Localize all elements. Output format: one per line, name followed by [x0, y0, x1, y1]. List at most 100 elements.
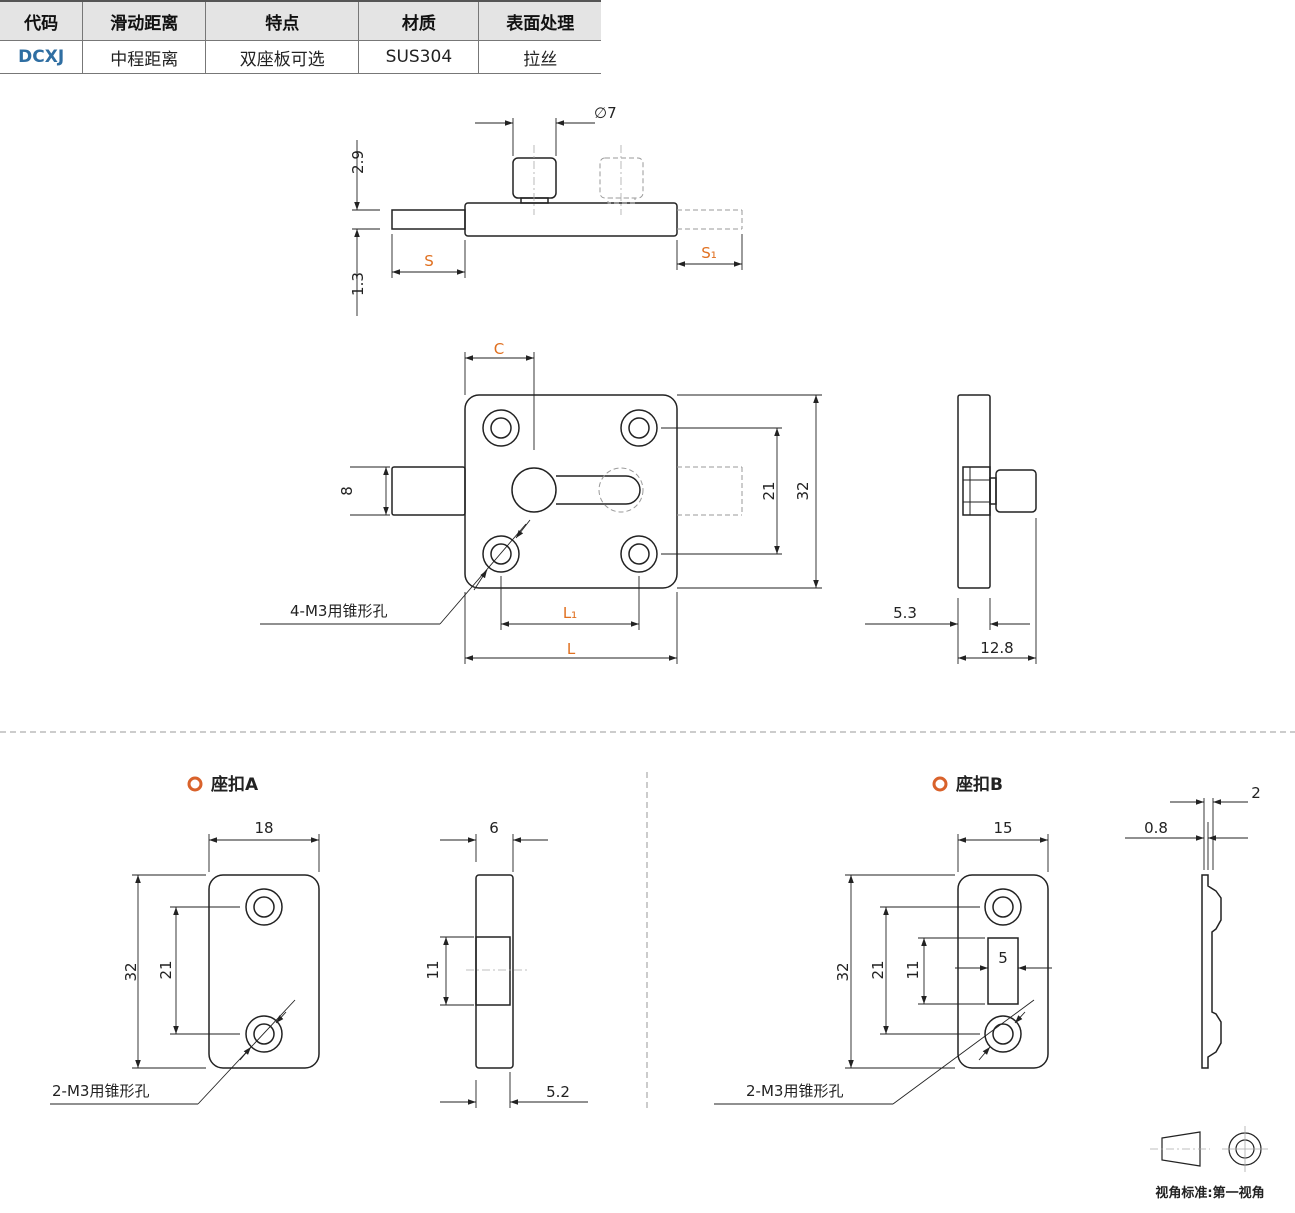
seat-a-hole-note: 2-M3用锥形孔: [52, 1082, 149, 1100]
projection-cone-icon: [1161, 1131, 1201, 1167]
seat-b-dim-height: 32: [834, 962, 852, 981]
dim-side-total: 12.8: [980, 639, 1013, 657]
hole-top-left-inner: [490, 417, 512, 439]
latch-front-hidden: [598, 466, 743, 516]
slide-slot: [556, 475, 641, 505]
seat-b-side-view: [1201, 874, 1222, 1069]
hole-top-right-inner: [628, 417, 650, 439]
cell-feature: 双座板可选: [205, 40, 359, 74]
dim-length: L: [567, 640, 576, 658]
latch-side-view: [957, 394, 1037, 589]
seat-b-marker-icon: [932, 776, 948, 792]
seat-b-dim-hole-pitch: 21: [869, 960, 887, 979]
side-bolt-block: [962, 466, 991, 516]
seat-a-plate-outline: [208, 874, 320, 1069]
seat-b-front-view: [957, 874, 1049, 1069]
projection-symbol: 视角标准:第一视角: [1150, 1126, 1268, 1201]
dim-side-depth: 5.3: [893, 604, 917, 622]
seat-a-side-outline: [475, 874, 514, 1069]
dim-height: 32: [794, 481, 812, 500]
header-material: 材质: [358, 0, 479, 41]
projection-note: 视角标准:第一视角: [1155, 1185, 1264, 1201]
knob-front: [511, 467, 557, 513]
latch-top-hidden: [599, 157, 743, 230]
header-surface-finish: 表面处理: [478, 0, 601, 41]
seat-a-hole-bottom-outer: [245, 1015, 283, 1053]
base-plate-front-outline: [464, 394, 678, 589]
cell-surface-finish: 拉丝: [478, 40, 601, 74]
bolt-front-outline: [391, 466, 466, 516]
dim-hole-pitch: 21: [760, 481, 778, 500]
bolt-top-outline: [391, 209, 466, 230]
header-slide-distance: 滑动距离: [82, 0, 206, 41]
seat-b-hole-top-outer: [984, 888, 1022, 926]
seat-b-side-profile: [1201, 874, 1222, 1069]
seat-a-side-slot: [475, 936, 511, 1006]
seat-a-side-view: [475, 874, 514, 1069]
seat-a-title: 座扣A: [187, 774, 259, 795]
latch-side-dimensions: [865, 518, 1037, 664]
spec-data-row: DCXJ 中程距离 双座板可选 SUS304 拉丝: [0, 40, 601, 74]
spec-table: 代码 滑动距离 特点 材质 表面处理 DCXJ 中程距离 双座板可选 SUS30…: [0, 0, 601, 74]
dim-stroke-s: S: [424, 252, 434, 270]
hole-bottom-left-outer: [482, 535, 520, 573]
seat-b-hole-top-inner: [992, 896, 1014, 918]
hole-top-left-outer: [482, 409, 520, 447]
knob-alt-position: [599, 157, 644, 199]
seat-a-dim-hole-pitch: 21: [157, 960, 175, 979]
spec-header-row: 代码 滑动距离 特点 材质 表面处理: [0, 0, 601, 41]
latch-top-view: [391, 157, 678, 237]
seat-a-dim-side-width: 6: [489, 819, 499, 837]
hole-note-main: 4-M3用锥形孔: [290, 602, 387, 620]
dim-bolt-width: 8: [338, 486, 356, 496]
header-feature: 特点: [205, 0, 359, 41]
side-knob: [995, 469, 1037, 513]
seat-b-hole-bottom-outer: [984, 1015, 1022, 1053]
seat-a-side-dimensions: [440, 834, 588, 1108]
hole-bottom-left-inner: [490, 543, 512, 565]
seat-a-hole-top-inner: [253, 896, 275, 918]
seat-b-hole-bottom-inner: [992, 1023, 1014, 1045]
seat-a-front-view: [208, 874, 320, 1069]
knob-top-outline: [512, 157, 557, 199]
hole-bottom-right-outer: [620, 535, 658, 573]
seat-b-dim-sheet: 0.8: [1144, 819, 1168, 837]
hole-bottom-right-inner: [628, 543, 650, 565]
seat-a-dim-width: 18: [254, 819, 273, 837]
seat-a-title-text: 座扣A: [211, 774, 259, 795]
dim-c: C: [494, 340, 504, 358]
seat-b-plate-outline: [957, 874, 1049, 1069]
latch-top-centerlines: [533, 145, 622, 215]
seat-b-title: 座扣B: [932, 774, 1003, 795]
side-knob-neck: [989, 477, 997, 505]
seat-b-slot: [987, 937, 1019, 1005]
dim-pin-height: 2.9: [349, 150, 367, 174]
seat-a-dimensions: [50, 834, 320, 1105]
seat-a-dim-height: 32: [122, 962, 140, 981]
knob-neck: [520, 197, 549, 204]
header-code: 代码: [0, 0, 83, 41]
seat-b-title-text: 座扣B: [956, 774, 1003, 795]
latch-front-view: [391, 394, 678, 589]
seat-a-dim-side-depth: 5.2: [546, 1083, 570, 1101]
dim-plate-thickness: 1.3: [349, 272, 367, 296]
seat-a-hole-top-outer: [245, 888, 283, 926]
seat-b-hole-note: 2-M3用锥形孔: [746, 1082, 843, 1100]
cell-code: DCXJ: [0, 40, 83, 74]
cell-material: SUS304: [358, 40, 479, 74]
dim-pin-diameter: ∅7: [594, 104, 617, 122]
seat-a-marker-icon: [187, 776, 203, 792]
dim-stroke-s1: S₁: [701, 244, 717, 262]
cell-slide-distance: 中程距离: [82, 40, 206, 74]
latch-front-dimensions: [260, 352, 822, 664]
hole-top-right-outer: [620, 409, 658, 447]
seat-b-dim-offset: 2: [1251, 784, 1261, 802]
seat-b-dim-slot: 11: [904, 960, 922, 979]
seat-a-dim-slot: 11: [424, 960, 442, 979]
seat-b-dim-width: 15: [993, 819, 1012, 837]
seat-b-dim-slot-width: 5: [998, 949, 1008, 967]
seat-a-hole-bottom-inner: [253, 1023, 275, 1045]
seat-b-dimensions: [714, 834, 1052, 1105]
seat-b-side-dimensions: [1125, 798, 1248, 870]
